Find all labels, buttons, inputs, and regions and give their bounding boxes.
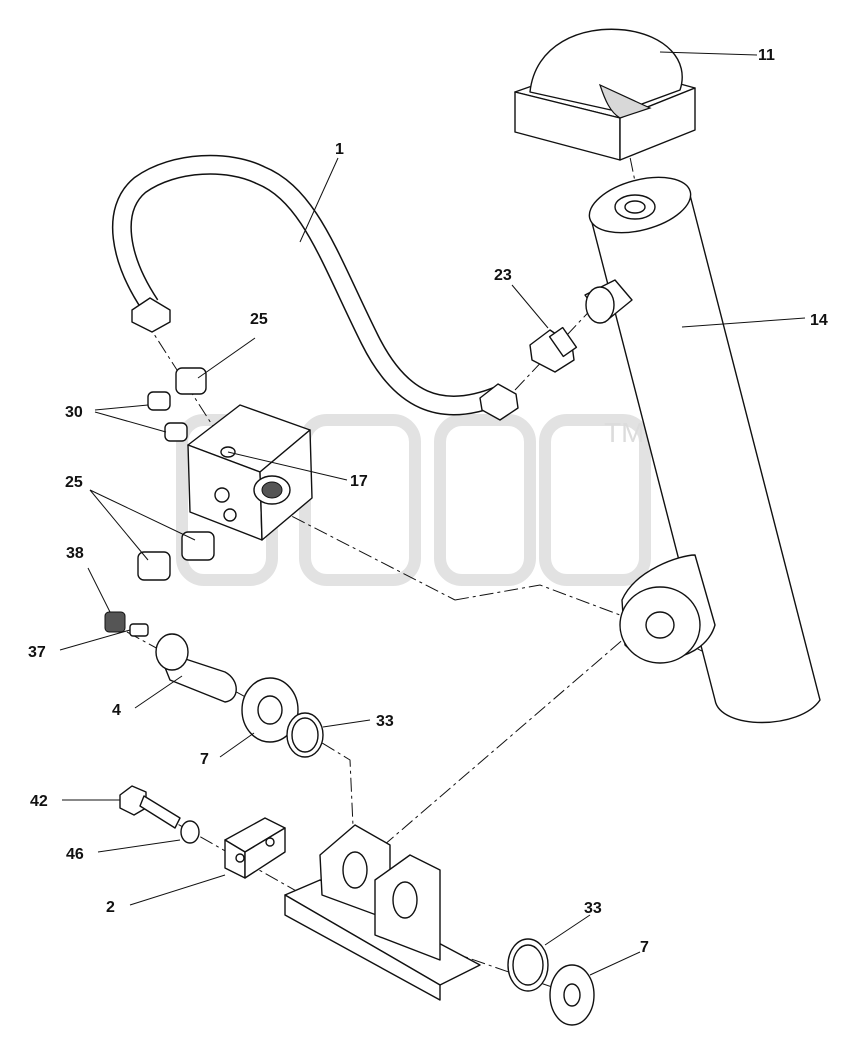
label-33-bottom: 33 <box>584 900 602 917</box>
label-4: 4 <box>112 702 121 719</box>
part-17-block <box>187 404 313 541</box>
part-7-washer-bottom <box>549 964 595 1026</box>
watermark-tm: TM <box>604 417 644 448</box>
label-23: 23 <box>494 267 512 284</box>
part-46-washer <box>180 820 200 844</box>
label-46: 46 <box>66 846 84 863</box>
part-23-adapter <box>529 326 578 373</box>
label-38: 38 <box>66 545 84 562</box>
part-11-cap <box>514 28 696 161</box>
label-33-top: 33 <box>376 713 394 730</box>
part-2-plate <box>224 817 286 879</box>
plugs-25-30 <box>137 367 215 581</box>
label-37: 37 <box>28 644 46 661</box>
part-33-ring-bottom <box>507 938 549 992</box>
part-7-washer-top <box>241 677 299 743</box>
part-labels: 1 2 4 7 7 11 14 17 23 25 25 30 33 33 37 … <box>28 47 828 956</box>
leader-lines <box>59 51 806 976</box>
part-14-cylinder <box>584 176 821 724</box>
label-25-top: 25 <box>250 311 268 328</box>
part-4-pin <box>155 633 237 703</box>
bracket <box>284 824 481 1001</box>
label-14: 14 <box>810 312 828 329</box>
label-7-bottom: 7 <box>640 939 649 956</box>
label-7-top: 7 <box>200 751 209 768</box>
label-11: 11 <box>758 47 775 64</box>
label-25-bottom: 25 <box>65 474 83 491</box>
label-30: 30 <box>65 404 83 421</box>
label-42: 42 <box>30 793 48 810</box>
label-1: 1 <box>335 141 344 158</box>
part-37-38 <box>104 611 149 637</box>
part-42-bolt <box>119 785 181 829</box>
label-2: 2 <box>106 899 115 916</box>
label-17: 17 <box>350 473 368 490</box>
part-1-tube <box>111 154 519 421</box>
part-33-ring-top <box>286 712 324 758</box>
